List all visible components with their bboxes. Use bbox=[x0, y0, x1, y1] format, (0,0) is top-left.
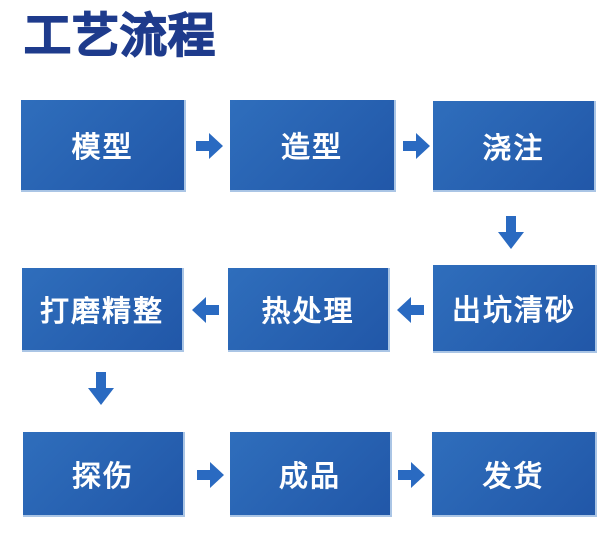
arrow-right-icon bbox=[398, 462, 425, 488]
step-flaw-detection: 探伤 bbox=[23, 432, 185, 517]
step-pouring-label: 浇注 bbox=[482, 132, 545, 165]
arrow-left-icon bbox=[192, 297, 219, 323]
step-flaw-detection-label: 探伤 bbox=[71, 460, 134, 493]
step-finished-product-label: 成品 bbox=[278, 460, 341, 493]
arrow-right-icon bbox=[403, 133, 430, 159]
step-shipping-label: 发货 bbox=[482, 460, 545, 493]
step-grinding-finishing: 打磨精整 bbox=[22, 268, 184, 352]
step-pouring: 浇注 bbox=[433, 101, 596, 192]
step-molding: 造型 bbox=[230, 100, 396, 192]
step-pit-sand-cleaning-label: 出坑清砂 bbox=[451, 295, 576, 327]
step-heat-treatment-label: 热处理 bbox=[261, 296, 355, 328]
step-molding-label: 造型 bbox=[280, 132, 343, 164]
page-title: 工艺流程 bbox=[23, 9, 216, 62]
step-finished-product: 成品 bbox=[230, 432, 392, 517]
arrow-down-icon bbox=[88, 372, 114, 405]
step-model: 模型 bbox=[21, 100, 186, 192]
step-model-label: 模型 bbox=[71, 132, 134, 164]
arrow-left-icon bbox=[397, 297, 424, 323]
step-shipping: 发货 bbox=[432, 432, 597, 517]
arrow-right-icon bbox=[196, 133, 223, 159]
step-heat-treatment: 热处理 bbox=[228, 268, 390, 352]
step-grinding-finishing-label: 打磨精整 bbox=[39, 296, 164, 328]
arrow-right-icon bbox=[197, 462, 224, 488]
arrow-down-icon bbox=[498, 216, 524, 249]
step-pit-sand-cleaning: 出坑清砂 bbox=[433, 265, 597, 353]
